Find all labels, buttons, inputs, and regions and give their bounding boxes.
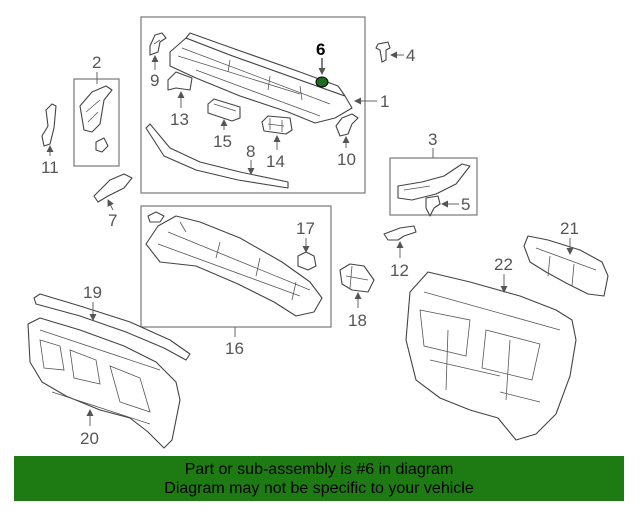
callout-15: 15 — [213, 132, 232, 151]
group-box-1 — [140, 16, 366, 194]
part-20-dash-insulator[interactable] — [27, 317, 181, 449]
part-3-bracket-assembly[interactable] — [397, 163, 471, 201]
leader-7 — [107, 199, 114, 211]
callout-19: 19 — [83, 283, 102, 302]
part-17-cover[interactable] — [297, 251, 317, 271]
part-14-bracket[interactable] — [261, 115, 293, 135]
banner-line-1: Part or sub-assembly is #6 in diagram — [184, 461, 454, 478]
part-19-insulator[interactable] — [33, 293, 191, 361]
callout-16: 16 — [225, 339, 244, 358]
callout-2: 2 — [92, 53, 101, 72]
callout-8: 8 — [246, 142, 255, 161]
part-13-bracket[interactable] — [167, 71, 193, 91]
part-12-bracket[interactable] — [383, 225, 417, 241]
callout-21: 21 — [560, 219, 579, 238]
callout-14: 14 — [266, 152, 285, 171]
callout-20: 20 — [80, 429, 99, 448]
part-4-clip[interactable] — [375, 41, 391, 63]
callout-13: 13 — [170, 110, 189, 129]
part-22-dash-panel[interactable] — [405, 271, 577, 441]
info-banner: Part or sub-assembly is #6 in diagram Di… — [14, 456, 624, 501]
callout-4: 4 — [406, 46, 415, 65]
part-1-cowl-top-panel[interactable] — [169, 32, 353, 124]
part-16-cowl-lower-panel[interactable] — [145, 211, 323, 317]
part-7-bracket[interactable] — [93, 173, 133, 203]
part-2-side-bracket[interactable] — [79, 85, 113, 153]
callout-9: 9 — [150, 71, 159, 90]
callout-17: 17 — [296, 219, 315, 238]
callout-6: 6 — [316, 40, 325, 59]
part-10-bracket[interactable] — [335, 113, 359, 137]
callout-1: 1 — [380, 92, 389, 111]
part-11-bracket[interactable] — [41, 103, 57, 147]
part-9-bracket[interactable] — [149, 32, 167, 56]
callout-7: 7 — [108, 211, 117, 230]
part-6-grommet[interactable] — [315, 76, 329, 88]
callout-22: 22 — [494, 255, 513, 274]
part-5-clip[interactable] — [425, 195, 441, 217]
part-8-weatherstrip[interactable] — [145, 123, 289, 189]
group-box-16 — [140, 205, 332, 328]
callout-5: 5 — [461, 195, 470, 214]
callout-12: 12 — [390, 261, 409, 280]
callout-11: 11 — [41, 158, 59, 177]
part-21-insulator[interactable] — [523, 235, 609, 297]
banner-line-2: Diagram may not be specific to your vehi… — [164, 480, 474, 497]
callout-18: 18 — [348, 311, 367, 330]
part-15-seal-plate[interactable] — [207, 98, 241, 122]
callout-10: 10 — [337, 150, 356, 169]
callout-3: 3 — [428, 130, 437, 149]
part-18-bracket[interactable] — [339, 263, 375, 293]
parts-diagram: 1 2 3 4 5 6 7 8 9 10 11 12 13 14 15 16 1… — [27, 16, 609, 449]
